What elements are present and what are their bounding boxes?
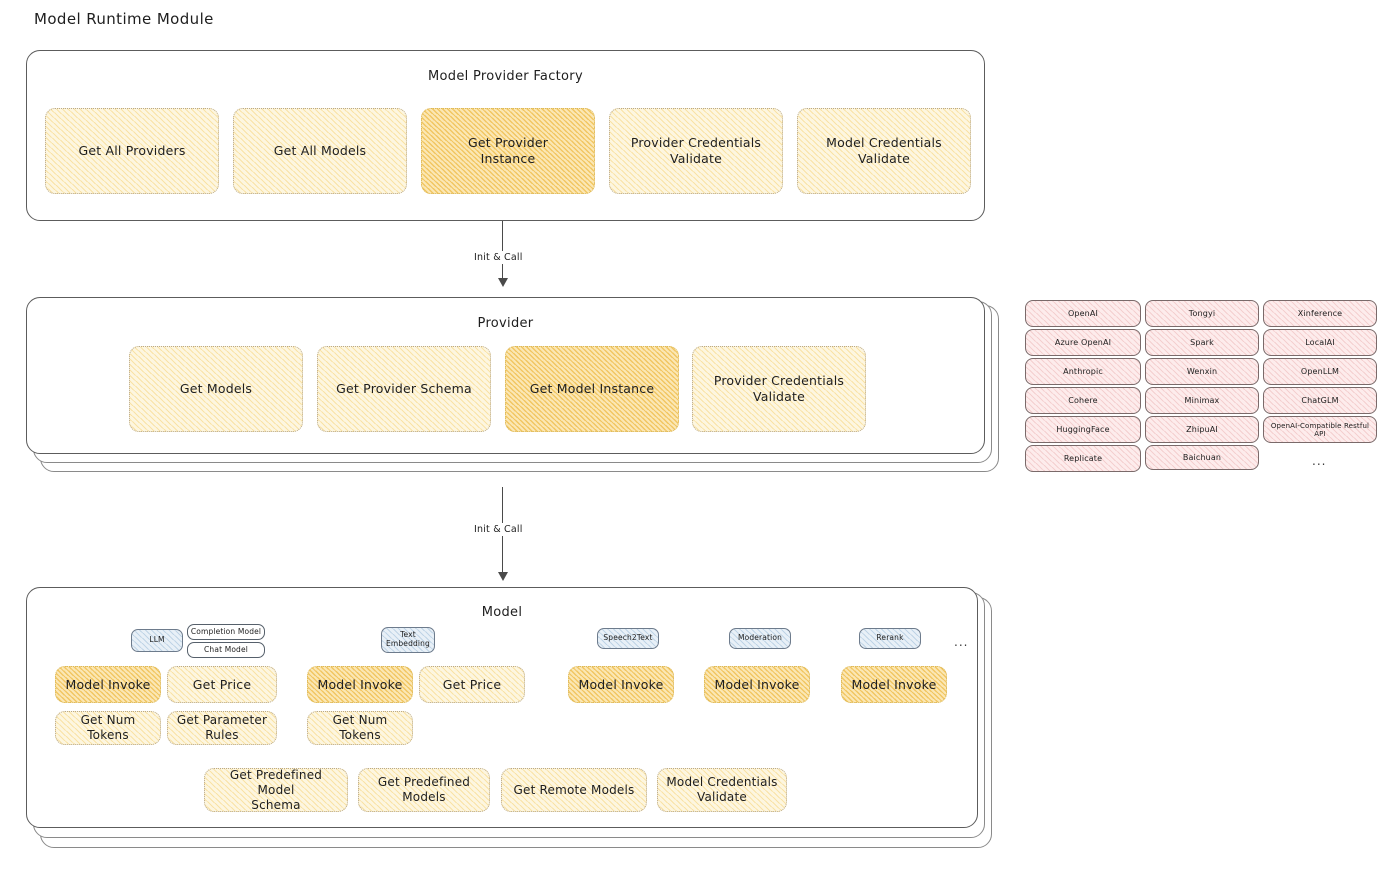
model-provider-factory-panel: Model Provider Factory Get All Providers… xyxy=(26,50,985,221)
text-embedding-method-get-num-tokens[interactable]: Get Num Tokens xyxy=(307,711,413,745)
factory-node-get-all-models[interactable]: Get All Models xyxy=(233,108,407,194)
factory-node-provider-credentials-validate[interactable]: Provider Credentials Validate xyxy=(609,108,783,194)
model-title: Model xyxy=(481,605,523,620)
provider-tag-spark[interactable]: Spark xyxy=(1145,329,1259,356)
arrow-provider-to-model-head xyxy=(498,572,508,581)
model-type-badge-speech2text[interactable]: Speech2Text xyxy=(597,628,659,649)
text-embedding-method-get-price[interactable]: Get Price xyxy=(419,666,525,703)
arrow-factory-to-provider-head xyxy=(498,278,508,287)
llm-method-model-invoke[interactable]: Model Invoke xyxy=(55,666,161,703)
model-type-badge-moderation[interactable]: Moderation xyxy=(729,628,791,649)
page-title: Model Runtime Module xyxy=(34,10,214,28)
provider-tag-localai[interactable]: LocalAI xyxy=(1263,329,1377,356)
model-common-method-get-predefined-models[interactable]: Get Predefined Models xyxy=(358,768,490,812)
provider-tag-baichuan[interactable]: Baichuan xyxy=(1145,445,1259,470)
moderation-method-model-invoke[interactable]: Model Invoke xyxy=(704,666,810,703)
provider-tag-openai[interactable]: OpenAI xyxy=(1025,300,1141,327)
llm-method-get-parameter-rules[interactable]: Get Parameter Rules xyxy=(167,711,277,745)
factory-node-get-provider-instance[interactable]: Get Provider Instance xyxy=(421,108,595,194)
provider-tag-anthropic[interactable]: Anthropic xyxy=(1025,358,1141,385)
text-embedding-method-model-invoke[interactable]: Model Invoke xyxy=(307,666,413,703)
provider-node-get-models[interactable]: Get Models xyxy=(129,346,303,432)
provider-tag-wenxin[interactable]: Wenxin xyxy=(1145,358,1259,385)
provider-tag-replicate[interactable]: Replicate xyxy=(1025,445,1141,472)
provider-tag-minimax[interactable]: Minimax xyxy=(1145,387,1259,414)
provider-node-get-provider-schema[interactable]: Get Provider Schema xyxy=(317,346,491,432)
provider-tag-chatglm[interactable]: ChatGLM xyxy=(1263,387,1377,414)
provider-node-get-model-instance[interactable]: Get Model Instance xyxy=(505,346,679,432)
llm-method-get-price[interactable]: Get Price xyxy=(167,666,277,703)
provider-tag-list-ellipsis: ... xyxy=(1312,454,1327,468)
arrow-factory-to-provider-label: Init & Call xyxy=(470,251,527,264)
model-common-method-get-remote-models[interactable]: Get Remote Models xyxy=(501,768,647,812)
llm-method-get-num-tokens[interactable]: Get Num Tokens xyxy=(55,711,161,745)
model-common-method-model-credentials-validate[interactable]: Model Credentials Validate xyxy=(657,768,787,812)
factory-node-model-credentials-validate[interactable]: Model Credentials Validate xyxy=(797,108,971,194)
model-type-badge-llm[interactable]: LLM xyxy=(131,629,183,652)
model-type-badge-rerank[interactable]: Rerank xyxy=(859,628,921,649)
provider-tag-zhipuai[interactable]: ZhipuAI xyxy=(1145,416,1259,443)
speech2text-method-model-invoke[interactable]: Model Invoke xyxy=(568,666,674,703)
provider-tag-openllm[interactable]: OpenLLM xyxy=(1263,358,1377,385)
rerank-method-model-invoke[interactable]: Model Invoke xyxy=(841,666,947,703)
provider-tag-xinference[interactable]: Xinference xyxy=(1263,300,1377,327)
factory-node-get-all-providers[interactable]: Get All Providers xyxy=(45,108,219,194)
model-subtype-badge-completion-model[interactable]: Completion Model xyxy=(187,624,265,640)
model-type-badge-text-embedding[interactable]: Text Embedding xyxy=(381,627,435,653)
provider-node-provider-credentials-validate[interactable]: Provider Credentials Validate xyxy=(692,346,866,432)
model-common-method-get-predefined-model-schema[interactable]: Get Predefined Model Schema xyxy=(204,768,348,812)
model-subtype-badge-chat-model[interactable]: Chat Model xyxy=(187,642,265,658)
provider-tag-huggingface[interactable]: HuggingFace xyxy=(1025,416,1141,443)
arrow-provider-to-model-label: Init & Call xyxy=(470,523,527,536)
provider-title: Provider xyxy=(477,316,534,331)
model-types-ellipsis: ... xyxy=(954,635,969,649)
provider-tag-tongyi[interactable]: Tongyi xyxy=(1145,300,1259,327)
model-provider-factory-title: Model Provider Factory xyxy=(428,69,583,84)
provider-panel: Provider Get Models Get Provider Schema … xyxy=(26,297,985,454)
provider-tag-cohere[interactable]: Cohere xyxy=(1025,387,1141,414)
model-panel: Model LLM Completion Model Chat Model Mo… xyxy=(26,587,978,828)
provider-tag-openai-compatible-restful-api[interactable]: OpenAI-Compatible Restful API xyxy=(1263,416,1377,443)
provider-tag-azure-openai[interactable]: Azure OpenAI xyxy=(1025,329,1141,356)
